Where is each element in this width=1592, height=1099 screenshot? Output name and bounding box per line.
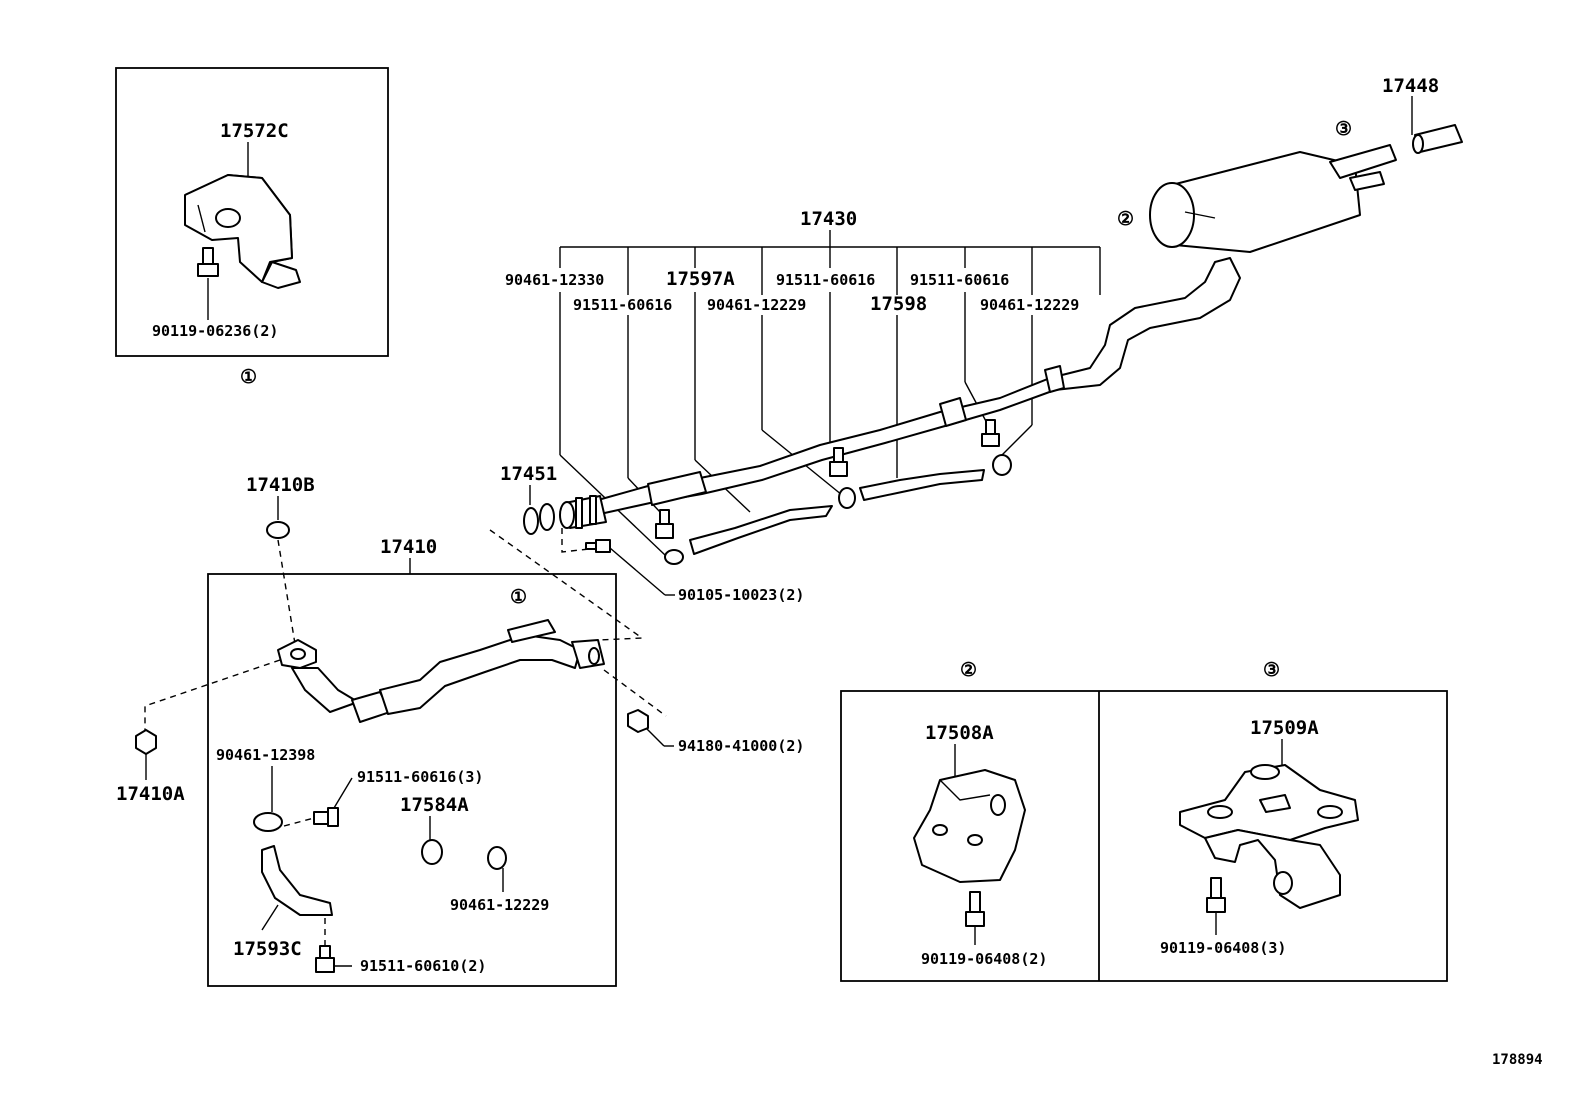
label-17430: 17430 [800,208,857,230]
muffler-assembly [1149,144,1397,253]
label-17572C: 17572C [220,120,289,142]
label-17508A: 17508A [925,722,994,744]
label-90461-12229-c: 90461-12229 [450,896,549,914]
label-90461-12229-b: 90461-12229 [980,296,1079,314]
dash-17410A [144,659,281,730]
leader-91511-60616-3 [333,777,353,809]
label-17598: 17598 [870,293,927,315]
label-17584A: 17584A [400,794,469,816]
label-17448: 17448 [1382,75,1439,97]
label-17410A: 17410A [116,783,185,805]
bolt-90119-06408-2 [965,891,985,927]
hanger-17597A [689,505,833,555]
callout-3-muffler: ③ [1335,118,1352,140]
label-90461-12398: 90461-12398 [216,746,315,764]
label-91511-60616-a: 91511-60616 [573,296,672,314]
clamp-90461-12398 [253,812,283,832]
label-90105-10023: 90105-10023(2) [678,586,804,604]
diagram-id: 178894 [1492,1052,1543,1068]
mounts-inset-box [840,690,1448,982]
dash-94180 [603,669,667,717]
label-17451: 17451 [500,463,557,485]
clamp-17584A [421,839,443,865]
bracket-drops [559,247,1101,295]
clamp-near-17597A [664,549,684,565]
nut-94180-41000 [627,709,649,733]
clamp-center [838,487,856,509]
dash-flange-link [489,529,645,641]
gasket-17451 [523,503,555,535]
callout-2-inset: ② [960,659,977,681]
front-exhaust-pipe-17410 [277,619,605,723]
label-17410B: 17410B [246,474,315,496]
bolt-90119-06236 [197,247,219,277]
clamp-rear [992,454,1012,476]
leader-94180-41000 [645,727,665,747]
clamp-90461-12229-c [487,846,507,870]
center-exhaust-pipe-17430 [559,257,1241,529]
label-90119-06236: 90119-06236(2) [152,322,278,340]
heat-shield-17593C [261,845,333,916]
bolt-91511-60616-3 [313,807,339,827]
label-91511-60616-3: 91511-60616(3) [357,768,483,786]
label-91511-60616-b: 91511-60616 [776,271,875,289]
callout-1-front-pipe: ① [510,586,527,608]
label-91511-60610: 91511-60610(2) [360,957,486,975]
label-90461-12330: 90461-12330 [505,271,604,289]
front-pipe-inset-box [207,573,617,987]
label-90119-06408-3: 90119-06408(3) [1160,939,1286,957]
callout-2-muffler: ② [1117,208,1134,230]
bolt-rear [981,419,1000,447]
inset-mount-1-box [115,67,389,357]
label-94180-41000: 94180-41000(2) [678,737,804,755]
mount-17509A [1179,764,1359,909]
label-17597A: 17597A [666,268,735,290]
label-90461-12229-a: 90461-12229 [707,296,806,314]
hanger-17598 [859,469,985,501]
tail-pipe-tip-17448 [1412,124,1463,154]
leader-17593C [261,904,279,931]
nut-17410A [135,729,157,755]
hanger-bracket-17572C [184,174,301,289]
label-91511-60616-c: 91511-60616 [910,271,1009,289]
label-17509A: 17509A [1250,717,1319,739]
label-17593C: 17593C [233,938,302,960]
bolt-90105-10023 [585,539,611,553]
dash-17410B [277,539,297,651]
label-90119-06408-2: 90119-06408(2) [921,950,1047,968]
callout-1-top: ① [240,366,257,388]
bolt-90119-06408-3 [1206,877,1226,913]
bolt-center [829,447,848,477]
gasket-17410B [266,521,290,539]
callout-3-inset: ③ [1263,659,1280,681]
bolt-near-17597A [655,509,674,539]
mount-17508A [913,769,1026,883]
label-17410: 17410 [380,536,437,558]
leader-90105-10023 [609,547,666,596]
bolt-91511-60610 [315,945,335,973]
